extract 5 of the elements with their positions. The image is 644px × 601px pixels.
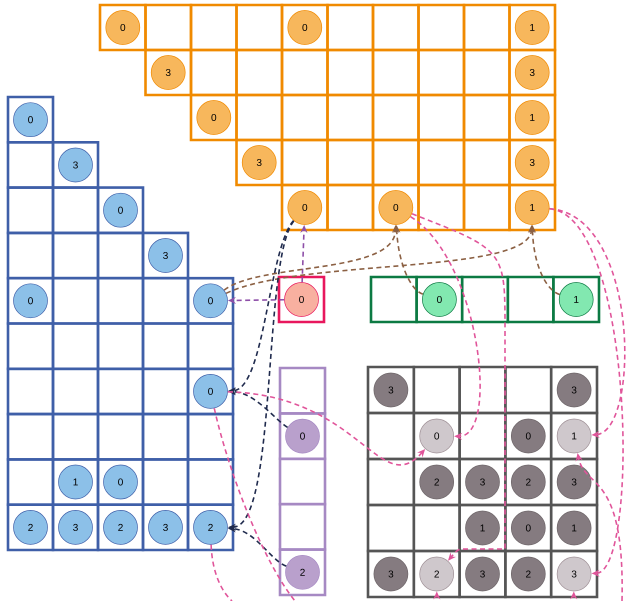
dashed-line [214,408,296,601]
dashed-arrow [410,216,481,440]
dashed-arrow [549,208,624,577]
dashed-line [210,544,233,601]
dashed-arrow [549,208,626,438]
